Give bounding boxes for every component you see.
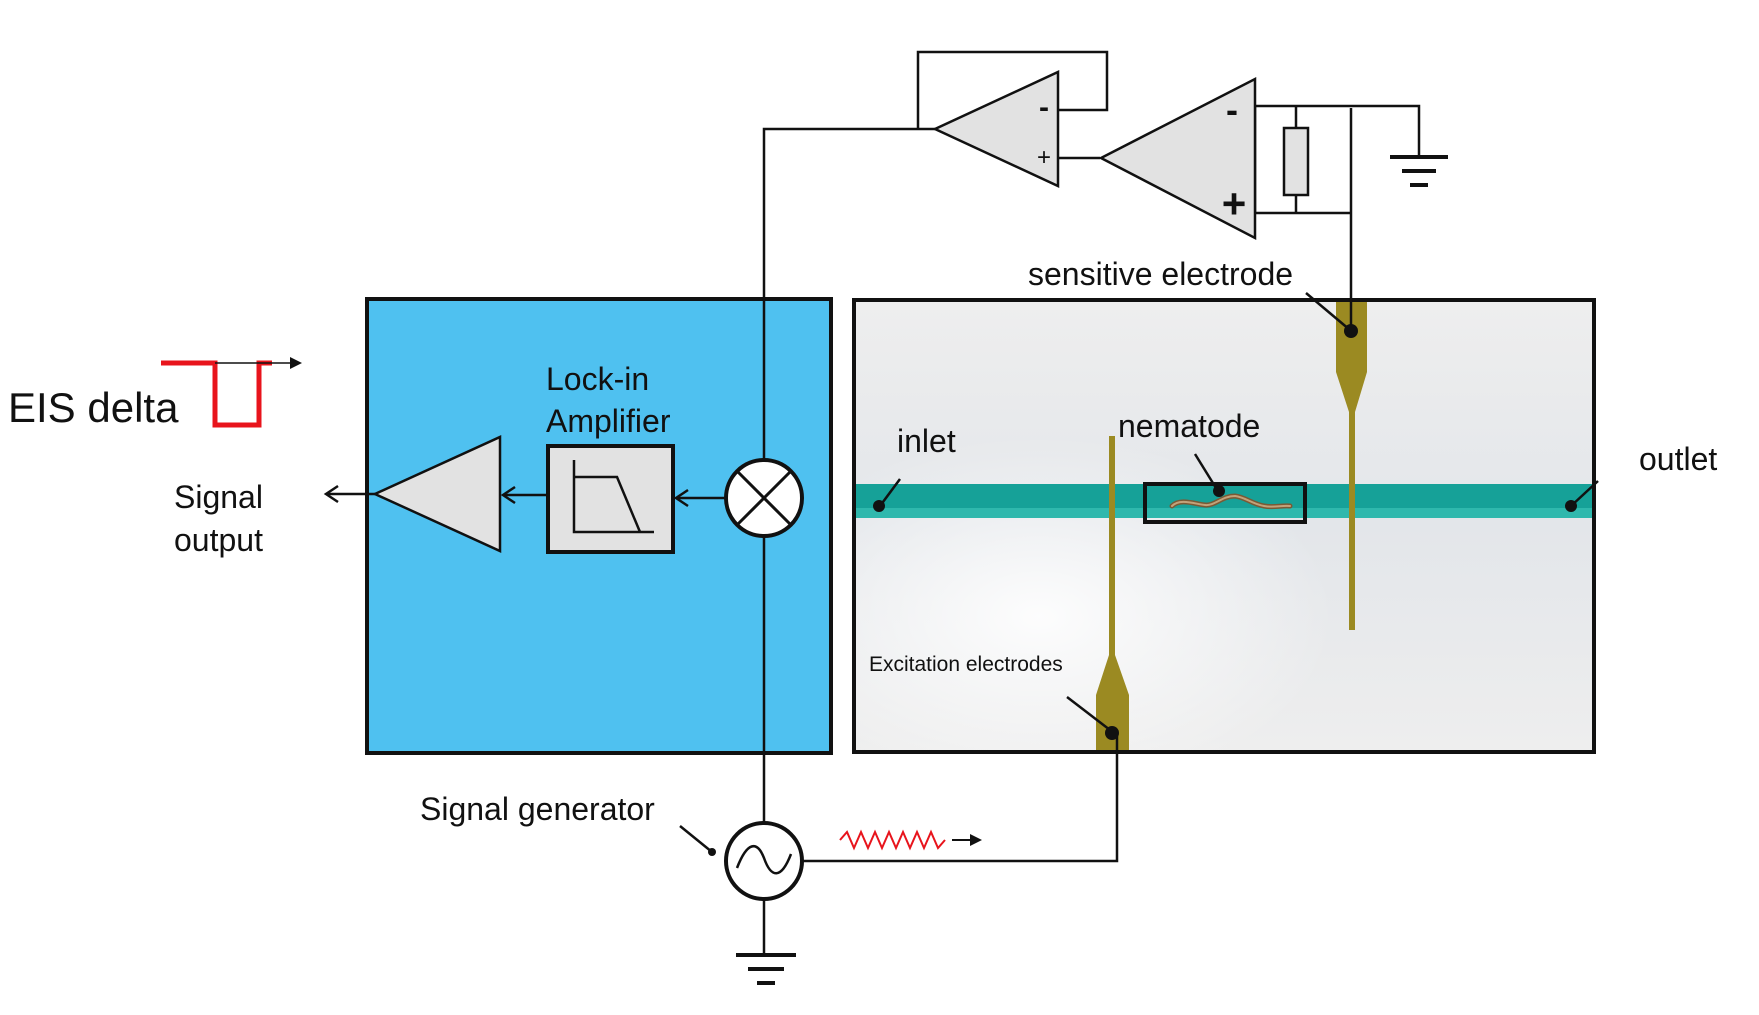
amplifier-triangle-icon xyxy=(371,435,502,553)
signal-flow-arrows xyxy=(323,484,726,508)
circuit-wires xyxy=(762,50,1421,955)
resistor-icon xyxy=(1282,126,1310,197)
ground-icon xyxy=(1390,128,1448,187)
ac-source-icon xyxy=(724,821,804,901)
microfluidic-chip xyxy=(852,298,1596,754)
excitation-electrode-shape xyxy=(1096,436,1129,752)
opamp2-minus: - xyxy=(1226,89,1238,130)
leader-pins xyxy=(708,324,1577,856)
sensitive-electrode-shape xyxy=(1336,300,1367,630)
eis-delta-label: EIS delta xyxy=(8,384,179,431)
sensitive-electrode-label: sensitive electrode xyxy=(1028,256,1293,292)
opamp-buffer: - + xyxy=(932,70,1060,188)
excitation-wave-icon xyxy=(839,829,982,851)
eis-delta-trace-icon xyxy=(161,357,302,428)
outlet-label: outlet xyxy=(1639,441,1717,477)
ground-icon xyxy=(736,953,796,985)
low-pass-filter-icon xyxy=(546,444,675,554)
opamp-transimpedance: - + xyxy=(1098,76,1257,241)
opamp2-plus: + xyxy=(1222,180,1247,227)
leader-lines xyxy=(679,292,1599,853)
opamp1-minus: - xyxy=(1039,91,1049,124)
nematode-label: nematode xyxy=(1118,408,1260,444)
nematode-highlight-box xyxy=(1143,482,1307,524)
excitation-electrodes-label: Excitation electrodes xyxy=(869,653,1063,676)
lockin-label-line2: Amplifier xyxy=(546,403,671,439)
signal-output-label-line2: output xyxy=(174,522,263,558)
lockin-label-line1: Lock-in xyxy=(546,361,649,397)
signal-generator-label: Signal generator xyxy=(420,791,655,827)
mixer-icon xyxy=(724,458,804,538)
inlet-label: inlet xyxy=(897,423,956,459)
signal-output-label-line1: Signal xyxy=(174,479,263,515)
opamp1-plus: + xyxy=(1037,144,1051,171)
